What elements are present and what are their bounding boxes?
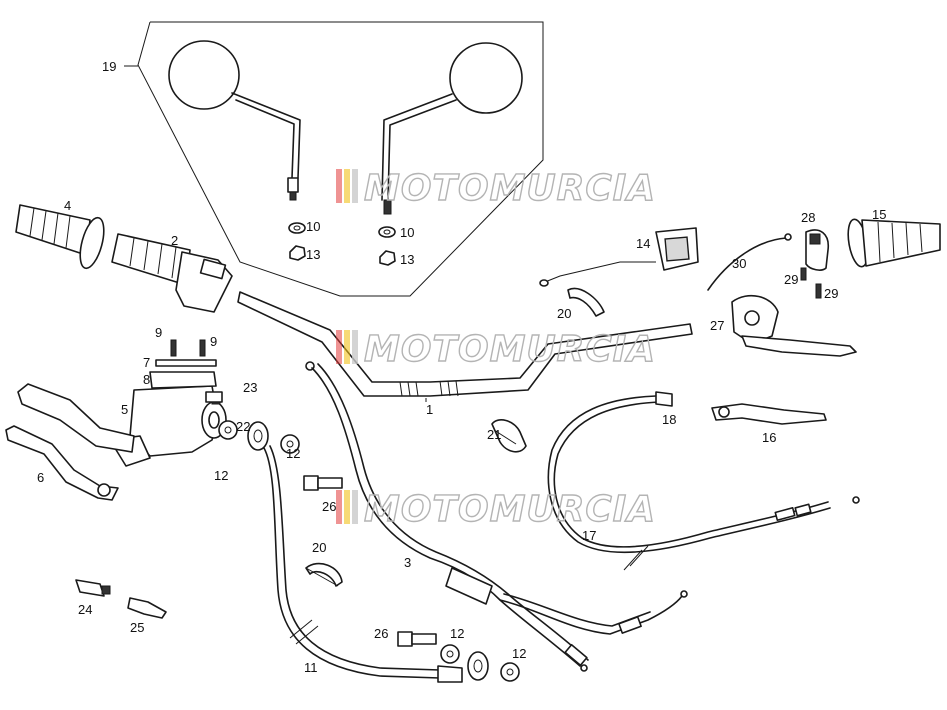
washer-12-right <box>500 662 520 682</box>
callout-9b: 9 <box>210 334 217 349</box>
mirror-group-bracket <box>124 21 544 297</box>
callout-12b: 12 <box>286 446 300 461</box>
screws-29 <box>800 267 822 299</box>
watermark-text: MOTOMURCIA <box>364 329 656 370</box>
callout-28: 28 <box>801 210 815 225</box>
throttle-cable <box>305 361 688 672</box>
callout-30: 30 <box>732 256 746 271</box>
cable-clip-lower <box>305 562 343 587</box>
callout-23: 23 <box>243 380 257 395</box>
callout-16: 16 <box>762 430 776 445</box>
callout-2: 2 <box>171 233 178 248</box>
switch-unit <box>539 227 699 287</box>
cable-clip-upper <box>567 287 605 317</box>
right-mirror <box>381 42 523 215</box>
watermark-top: MOTOMURCIA <box>336 167 656 210</box>
callout-1: 1 <box>426 402 433 417</box>
callout-12a: 12 <box>214 468 228 483</box>
callout-18: 18 <box>662 412 676 427</box>
cable-clamp-21 <box>491 419 527 453</box>
right-grip <box>847 218 941 268</box>
callout-15: 15 <box>872 207 886 222</box>
callout-19: 19 <box>102 59 116 74</box>
callout-20b: 20 <box>312 540 326 555</box>
callout-10b: 10 <box>400 225 414 240</box>
fitting-23 <box>205 391 223 403</box>
mirror-nuts <box>288 222 396 266</box>
callout-3: 3 <box>404 555 411 570</box>
left-grip <box>15 204 105 270</box>
brake-hose <box>247 421 489 683</box>
right-switch <box>805 229 830 271</box>
callout-4: 4 <box>64 198 71 213</box>
callout-6: 6 <box>37 470 44 485</box>
left-mirror <box>168 40 301 201</box>
washer-12-mid <box>280 434 300 454</box>
callout-21: 21 <box>487 427 501 442</box>
rubber-cap-25 <box>127 597 167 619</box>
brake-lever-6 <box>5 425 119 501</box>
callout-26b: 26 <box>374 626 388 641</box>
callout-25: 25 <box>130 620 144 635</box>
banjo-bolt-upper <box>303 475 343 491</box>
screws-9 <box>170 339 206 357</box>
brake-lever-upper <box>17 383 135 453</box>
watermark-text: MOTOMURCIA <box>364 168 656 209</box>
callout-11: 11 <box>304 660 318 675</box>
callout-29a: 29 <box>784 272 798 287</box>
callout-12d: 12 <box>512 646 526 661</box>
callout-22: 22 <box>236 419 250 434</box>
callout-12c: 12 <box>450 626 464 641</box>
callout-27: 27 <box>710 318 724 333</box>
callout-8: 8 <box>143 372 150 387</box>
brake-switch-24 <box>75 579 111 597</box>
cable-30 <box>707 233 792 291</box>
washer-12-low <box>440 644 460 664</box>
throttle-grip <box>111 233 233 313</box>
speedometer-cable <box>547 391 860 571</box>
watermark-bottom: MOTOMURCIA <box>336 488 656 531</box>
callout-17: 17 <box>582 528 596 543</box>
callout-5: 5 <box>121 402 128 417</box>
callout-13b: 13 <box>400 252 414 267</box>
callout-9a: 9 <box>155 325 162 340</box>
washer-12-left <box>218 420 238 440</box>
callout-29b: 29 <box>824 286 838 301</box>
callout-14: 14 <box>636 236 650 251</box>
callout-24: 24 <box>78 602 92 617</box>
callout-10a: 10 <box>306 219 320 234</box>
clutch-lever-assembly <box>731 294 857 357</box>
watermark-middle: MOTOMURCIA <box>336 328 656 371</box>
callout-13a: 13 <box>306 247 320 262</box>
callout-20a: 20 <box>557 306 571 321</box>
banjo-bolt-lower <box>397 631 437 647</box>
brake-lever-16 <box>711 403 827 425</box>
callout-7: 7 <box>143 355 150 370</box>
watermark-text: MOTOMURCIA <box>364 489 656 530</box>
callout-labels: 19 10 13 10 13 4 2 9 9 7 8 23 5 22 6 12 … <box>37 59 886 675</box>
callout-26a: 26 <box>322 499 336 514</box>
